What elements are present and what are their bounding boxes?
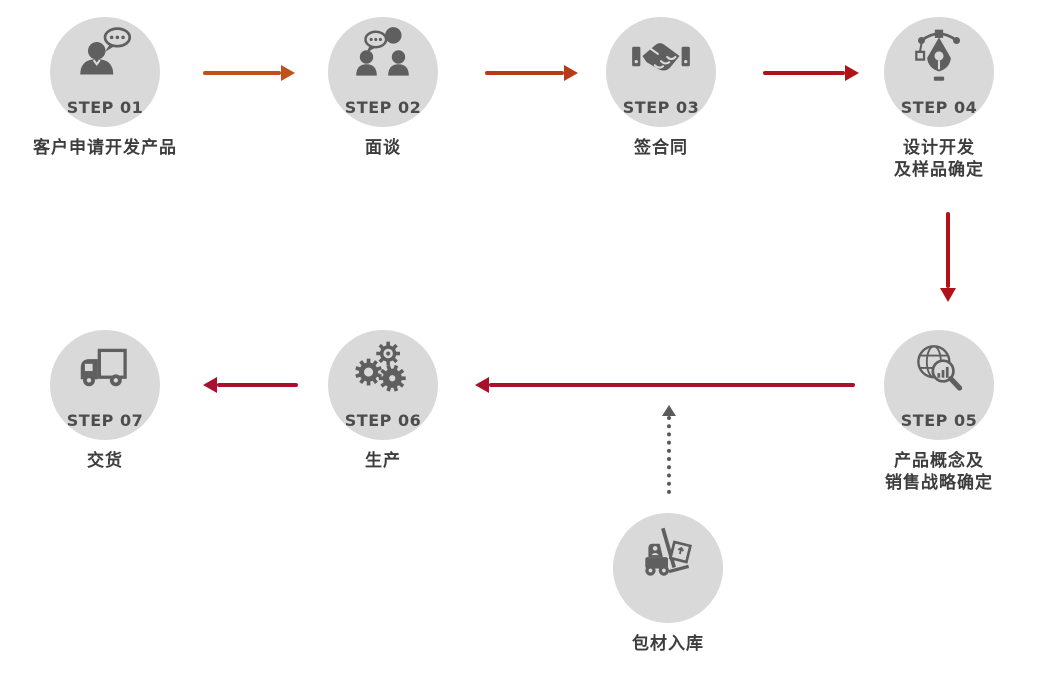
packaging-warehouse-circle: [613, 513, 723, 623]
packaging-warehouse-node: 包材入库: [613, 513, 723, 654]
step-label: STEP 07: [66, 411, 144, 430]
step-caption: 生产: [365, 451, 401, 471]
step-01-node: STEP 01 客户申请开发产品: [33, 17, 176, 158]
step-label: STEP 02: [344, 98, 422, 117]
arrow-step4-to-step5: [940, 212, 956, 302]
gears-icon-circle: STEP 06: [328, 330, 438, 440]
step-06-node: STEP 06 生产: [328, 330, 438, 471]
forklift-icon: [635, 520, 701, 586]
step-07-node: STEP 07 交货: [50, 330, 160, 471]
step-caption: 客户申请开发产品: [33, 138, 177, 158]
step-02-node: STEP 02 面谈: [328, 17, 438, 158]
step-caption: 面谈: [365, 138, 401, 158]
step-04-circle: STEP 04: [884, 17, 994, 127]
step-04-node: STEP 04 设计开发 及样品确定: [884, 17, 994, 180]
aux-caption: 包材入库: [632, 634, 704, 654]
person-speech-icon: [72, 24, 138, 90]
step-label: STEP 04: [900, 98, 978, 117]
two-people-chat-icon: [350, 24, 416, 90]
arrow-step1-to-step2: [203, 65, 295, 81]
step-05-circle: STEP 05: [884, 330, 994, 440]
dotted-arrow-packaging-up: [661, 405, 677, 494]
step-02-circle: STEP 02: [328, 17, 438, 127]
step-label: STEP 06: [344, 411, 422, 430]
truck-icon: [72, 337, 138, 403]
step-label: STEP 05: [900, 411, 978, 430]
step-label: STEP 03: [622, 98, 700, 117]
arrow-step5-to-step6: [475, 377, 855, 393]
arrow-step3-to-step4: [763, 65, 859, 81]
arrow-step2-to-step3: [485, 65, 578, 81]
step-07-circle: STEP 07: [50, 330, 160, 440]
step-03-node: STEP 03 签合同: [606, 17, 716, 158]
step-01-circle: STEP 01: [50, 17, 160, 127]
step-caption: 签合同: [634, 138, 688, 158]
step-caption: 交货: [87, 451, 123, 471]
step-05-node: STEP 05 产品概念及 销售战略确定: [884, 330, 994, 493]
pen-tool-icon: [906, 24, 972, 90]
arrow-step6-to-step7: [203, 377, 298, 393]
step-label: STEP 01: [66, 98, 144, 117]
step-03-circle: STEP 03: [606, 17, 716, 127]
gears-icon: [350, 337, 416, 403]
step-caption: 设计开发 及样品确定: [894, 138, 984, 180]
step-caption: 产品概念及 销售战略确定: [885, 451, 993, 493]
globe-search-icon: [906, 337, 972, 403]
handshake-icon: [628, 24, 694, 90]
